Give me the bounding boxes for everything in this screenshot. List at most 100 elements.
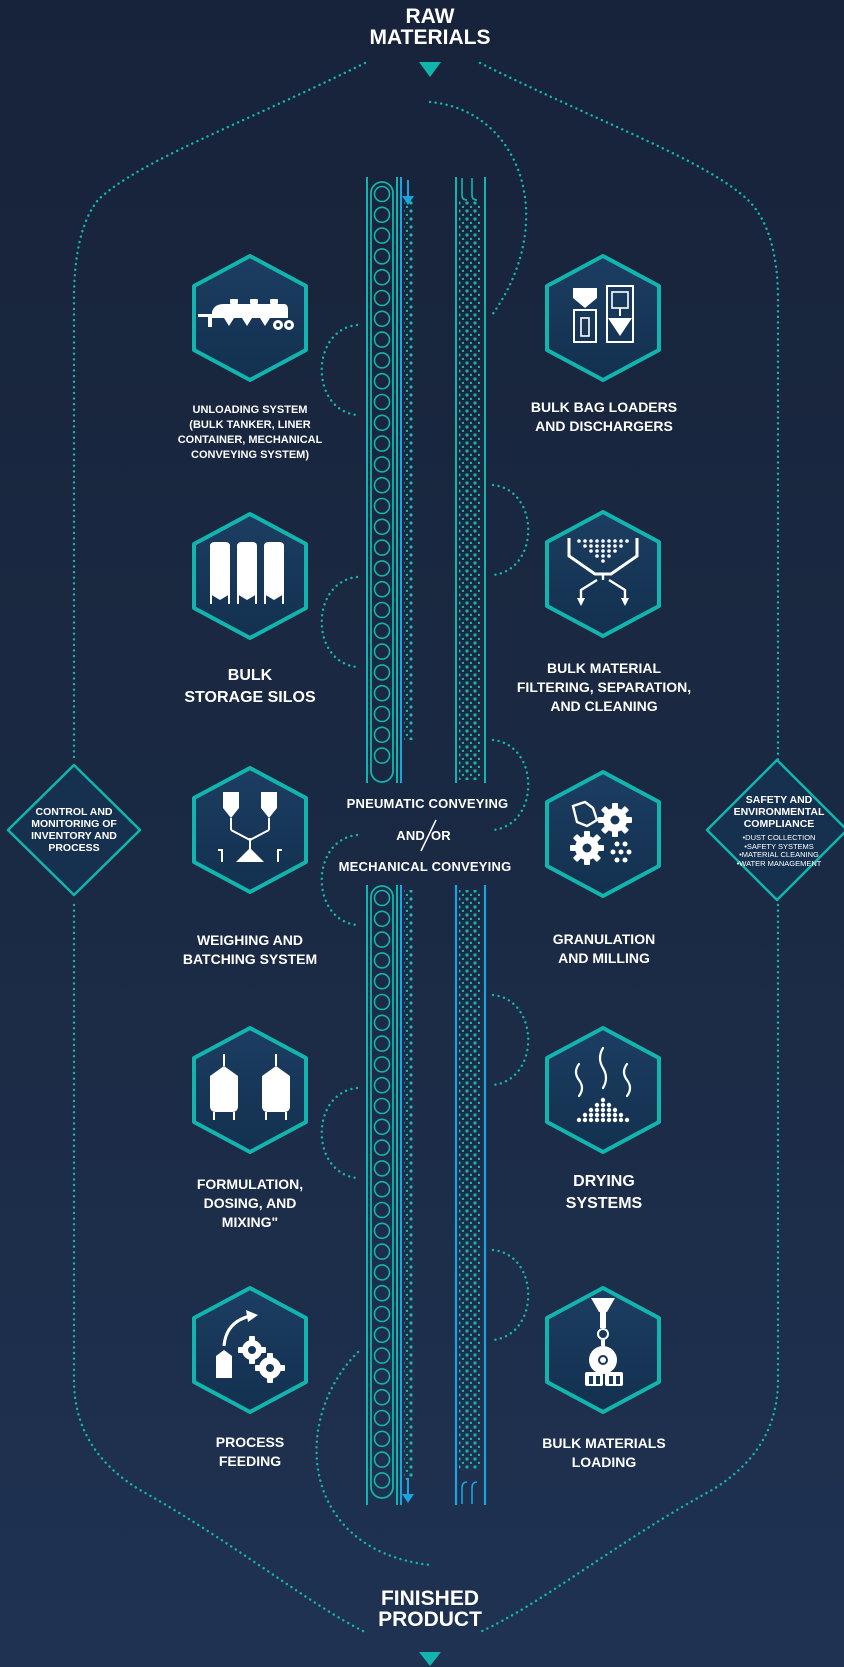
drying-particle <box>606 1102 612 1108</box>
conveyor-ring <box>373 643 391 660</box>
conveyor-ring <box>373 1056 391 1073</box>
conveyor-ring <box>373 931 391 948</box>
conveyor-ring <box>373 1388 391 1406</box>
label-line: SAFETY AND <box>745 794 813 806</box>
drying-particle <box>588 1112 594 1118</box>
conveyor-ring <box>373 497 391 515</box>
drying-particle <box>582 1117 588 1123</box>
label-line: LOADING <box>571 1454 637 1470</box>
conveyor-ring <box>373 1201 391 1219</box>
conveyor-ring <box>373 1139 391 1156</box>
label-line: STORAGE SILOS <box>184 689 316 706</box>
conveyor-ring <box>373 1097 391 1115</box>
filter-particle <box>595 549 599 553</box>
conveyor-ring <box>373 1180 391 1198</box>
conveyor-ring <box>373 972 391 990</box>
conveyor-ring <box>373 476 391 494</box>
filter-particle <box>613 539 617 543</box>
label-line: FILTERING, SEPARATION, <box>516 679 692 695</box>
drying-particle <box>600 1102 606 1108</box>
label-line: CONTAINER, MECHANICAL <box>177 434 323 446</box>
conveyor-ring <box>373 1076 391 1094</box>
conveyor-ring <box>373 1264 391 1281</box>
filter-particle <box>601 549 605 553</box>
conveyor-ring <box>373 1347 391 1364</box>
conveyor-ring <box>373 910 391 928</box>
label-line: BULK MATERIAL <box>546 660 662 676</box>
conveyor-ring <box>373 435 391 452</box>
conveyor-ring <box>373 1118 391 1136</box>
conveyor-ring <box>373 456 391 473</box>
conveyor-ring <box>373 185 391 203</box>
label-line: ENVIRONMENTAL <box>733 806 825 818</box>
list-item: •WATER MANAGEMENT <box>736 858 822 868</box>
conveyor-ring <box>373 1160 391 1177</box>
conveyor-ring <box>373 747 391 764</box>
conveyor-ring <box>373 539 391 556</box>
label-line: BULK BAG LOADERS <box>530 399 678 415</box>
finished-product-title: FINISHED PRODUCT <box>330 1588 530 1630</box>
label-line: SYSTEMS <box>565 1195 643 1212</box>
conveyor-ring <box>373 393 391 411</box>
conveyor-ring <box>373 560 391 577</box>
outer-dotted-path <box>72 61 367 1634</box>
label-line: WEIGHING AND <box>196 932 304 948</box>
side-diamond-right <box>705 758 844 902</box>
filter-particle <box>601 539 605 543</box>
left-conveyor-bottom <box>366 885 414 1505</box>
conveyor-ring <box>373 705 391 723</box>
drying-particle <box>606 1112 612 1118</box>
conveyor-ring <box>373 352 391 369</box>
label-line: CONTROL AND <box>35 806 113 818</box>
bag-loader-icon <box>545 254 661 382</box>
weighing-icon <box>192 766 308 894</box>
title-line: PRODUCT <box>378 1608 482 1631</box>
drying-icon <box>545 1026 661 1154</box>
conveying-label-1: PNEUMATIC CONVEYING <box>346 796 509 811</box>
label-line: BULK MATERIALS <box>542 1435 666 1451</box>
conveyor-ring <box>373 580 391 598</box>
list-item: •MATERIAL CLEANING <box>739 850 819 859</box>
filter-particle <box>601 554 605 558</box>
conveyor-ring <box>373 1014 391 1032</box>
conveyor-ring <box>373 227 391 244</box>
label-line: INVENTORY AND <box>31 830 117 842</box>
conveyor-ring <box>373 1326 391 1344</box>
conveyor-ring <box>373 1472 391 1489</box>
filter-particle <box>613 549 617 553</box>
label-line: PROCESS <box>48 842 100 854</box>
side-diamond-left <box>6 763 142 897</box>
filter-particle <box>583 544 587 548</box>
end-arrow-icon <box>419 1652 441 1666</box>
conveying-label-and: AND <box>396 828 425 843</box>
drying-particle <box>600 1112 606 1118</box>
conveyor-ring <box>373 206 391 224</box>
title-line: RAW <box>405 5 455 28</box>
mixing-tanks-icon <box>192 1026 308 1154</box>
step-label-granulation: GRANULATION AND MILLING <box>514 930 694 968</box>
drying-particle <box>594 1112 600 1118</box>
gears-granulation-icon <box>545 770 661 898</box>
step-label-formulation: FORMULATION, DOSING, AND MIXING" <box>166 1175 334 1232</box>
title-line: FINISHED <box>380 1587 479 1610</box>
conveyor-ring <box>373 726 391 744</box>
conveyor-ring <box>373 1430 391 1448</box>
conveyor-ring <box>373 310 391 328</box>
raw-materials-title: RAW MATERIALS <box>330 6 530 48</box>
drying-particle <box>606 1117 612 1123</box>
filter-particle <box>595 554 599 558</box>
conveyor-ring <box>373 1305 391 1323</box>
drying-particle <box>618 1117 624 1123</box>
conveyor-ring <box>373 622 391 640</box>
drying-particle <box>612 1112 618 1118</box>
conveying-label-2: MECHANICAL CONVEYING <box>338 859 512 874</box>
safety-compliance-label: SAFETY AND ENVIRONMENTAL COMPLIANCE •DUS… <box>725 794 833 868</box>
filter-particle <box>583 539 587 543</box>
conveyor-ring <box>373 993 391 1011</box>
label-line: FORMULATION, <box>196 1176 304 1192</box>
loading-station-icon <box>545 1286 661 1414</box>
conveyor-ring <box>373 952 391 969</box>
drying-particle <box>582 1112 588 1118</box>
filter-particle <box>595 539 599 543</box>
